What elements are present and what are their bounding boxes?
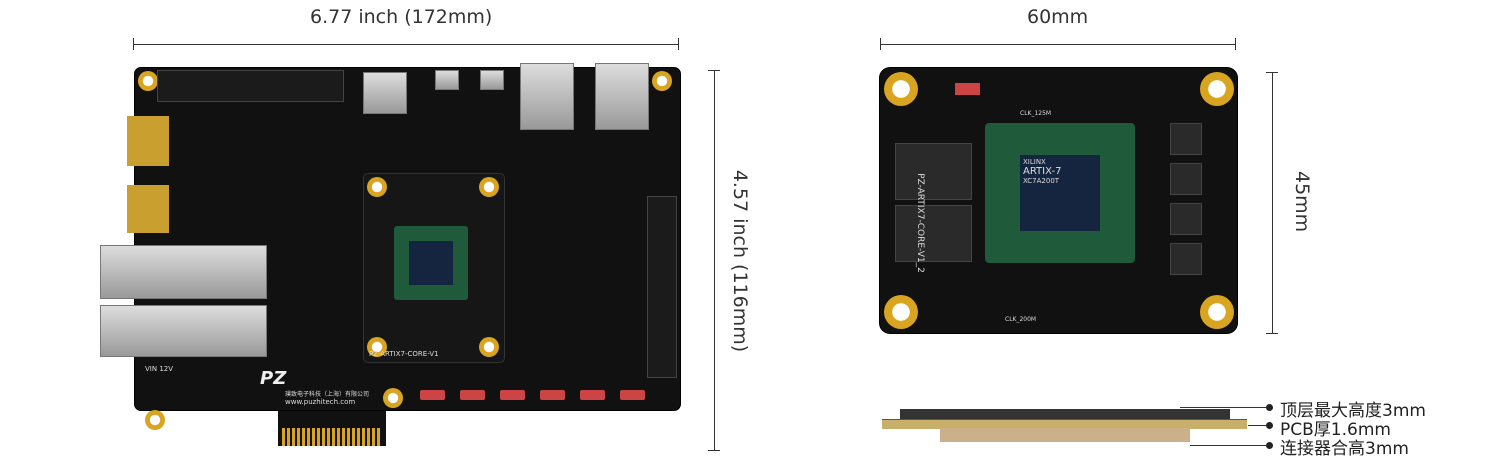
side-header <box>647 196 677 378</box>
pcie-edge <box>278 410 386 446</box>
ddr-chip-2 <box>895 205 972 262</box>
core-silkscreen: PZ-ARTIX7-CORE-V1 <box>369 350 439 358</box>
main-board-height-label: 4.57 inch (116mm) <box>729 169 751 353</box>
main-board-width-dimension-line <box>133 44 679 45</box>
ethernet-port-2 <box>595 63 649 130</box>
power-label: VIN 12V <box>145 365 174 373</box>
core-board-height-label: 45mm <box>1291 171 1313 233</box>
sfp-cage-2 <box>100 305 267 357</box>
hdmi-port-1 <box>127 116 169 166</box>
company-name: 璞致电子科技（上海）有限公司 <box>285 391 370 398</box>
core-board-height-dimension-line <box>1272 72 1273 334</box>
core-module: PZ-ARTIX7-CORE-V1 <box>363 173 505 363</box>
side-label-connector-height: 连接器合高3mm <box>1280 439 1409 459</box>
sd-card-slot <box>363 72 407 114</box>
core-board-silkscreen: PZ-ARTIX7-CORE-V1_2 <box>914 173 925 273</box>
clock-label-125m: CLK_125M <box>1020 110 1052 117</box>
main-board-height-dimension-line <box>714 70 715 450</box>
fpga-chip <box>394 226 468 300</box>
side-view-pcb <box>882 419 1247 429</box>
side-view-connector <box>940 428 1190 442</box>
ethernet-port-1 <box>520 63 574 130</box>
fpga-part: XC7A200T <box>1023 177 1060 185</box>
website: www.puzhitech.com <box>285 398 356 406</box>
fpga-die: XILINX ARTIX-7 XC7A200T <box>1020 155 1100 231</box>
fpga-family: ARTIX-7 <box>1023 166 1062 177</box>
core-board-width-dimension-line <box>880 44 1236 45</box>
core-board-width-label: 60mm <box>1027 6 1089 28</box>
brand-logo: PZ <box>260 368 287 389</box>
gpio-header <box>157 70 344 102</box>
fpga-brand: XILINX <box>1023 158 1046 166</box>
side-label-top-height: 顶层最大高度3mm <box>1280 401 1426 421</box>
main-board: PZ-ARTIX7-CORE-V1 PZ 璞致电子科技（上海）有限公司 www.… <box>100 63 680 430</box>
side-label-pcb-thickness: PCB厚1.6mm <box>1280 420 1391 440</box>
clock-label-200m: CLK_200M <box>1005 316 1037 323</box>
fpga-package: XILINX ARTIX-7 XC7A200T <box>985 123 1135 263</box>
ddr-chip-1 <box>895 143 972 200</box>
sfp-cage-1 <box>100 245 267 299</box>
side-view-components <box>900 409 1230 419</box>
hdmi-port-2 <box>127 185 169 233</box>
core-board: XILINX ARTIX-7 XC7A200T PZ-ARTIX7-CORE-V… <box>880 68 1237 333</box>
main-board-width-label: 6.77 inch (172mm) <box>310 6 493 28</box>
